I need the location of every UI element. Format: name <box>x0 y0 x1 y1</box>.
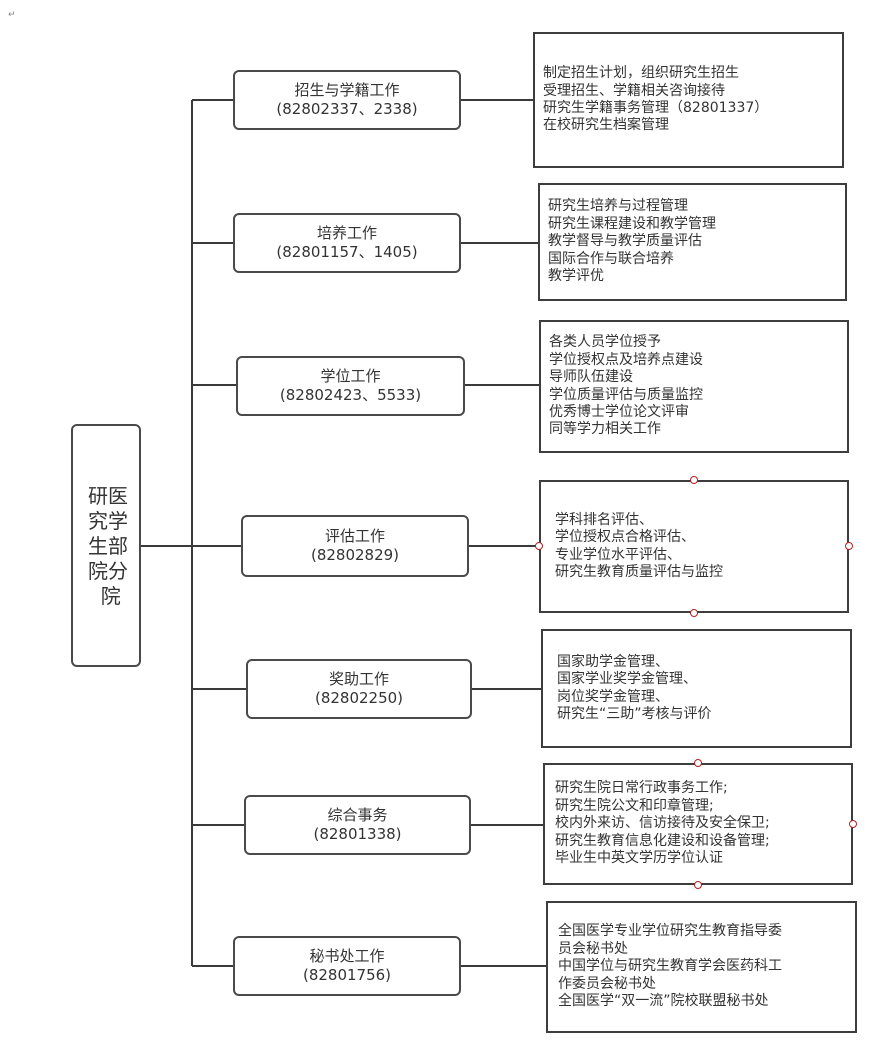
branch-phone: (82802423、5533) <box>279 386 422 404</box>
leaf-item: 研究生培养与过程管理 <box>548 198 688 215</box>
leaf-item: 毕业生中英文学历学位认证 <box>555 850 723 867</box>
branch-title: 招生与学籍工作 <box>294 81 400 99</box>
selection-handle-bottom[interactable] <box>694 881 702 889</box>
leaf-item: 国家助学金管理、 <box>557 653 669 670</box>
branch-phone: (82802337、2338) <box>276 100 418 118</box>
branch-phone: (82802250) <box>314 689 404 707</box>
leaf-node-training[interactable]: 研究生培养与过程管理 研究生课程建设和教学管理 教学督导与教学质量评估 国际合作… <box>538 183 847 301</box>
leaf-item: 学位授权点及培养点建设 <box>549 351 703 368</box>
leaf-node-enrollment[interactable]: 制定招生计划，组织研究生招生 受理招生、学籍相关咨询接待 研究生学籍事务管理（8… <box>533 32 844 168</box>
leaf-item: 各类人员学位授予 <box>549 334 661 351</box>
leaf-item: 在校研究生档案管理 <box>543 117 669 134</box>
selection-handle-top[interactable] <box>690 476 698 484</box>
branch-phone: (82801338) <box>313 825 402 843</box>
leaf-item: 全国医学专业学位研究生教育指导委 <box>558 923 782 940</box>
leaf-item: 研究生“三助”考核与评价 <box>557 705 712 722</box>
branch-node-general-affairs[interactable]: 综合事务 (82801338) <box>244 795 471 855</box>
selection-handle-left[interactable] <box>535 542 543 550</box>
branch-node-enrollment[interactable]: 招生与学籍工作 (82802337、2338) <box>233 70 461 130</box>
branch-node-training[interactable]: 培养工作 (82801157、1405) <box>233 213 461 273</box>
leaf-node-awards[interactable]: 国家助学金管理、 国家学业奖学金管理、 岗位奖学金管理、 研究生“三助”考核与评… <box>541 629 852 748</box>
leaf-node-general-affairs[interactable]: 研究生院日常行政事务工作; 研究生院公文和印章管理; 校内外来访、信访接待及安全… <box>543 763 853 885</box>
leaf-item: 员会秘书处 <box>558 940 628 957</box>
root-label-line: 院 <box>88 584 121 608</box>
leaf-item: 研究生院日常行政事务工作; <box>555 780 728 797</box>
root-node[interactable]: 研医 究学 生部 院分 院 <box>71 424 141 667</box>
branch-title: 评估工作 <box>324 527 385 545</box>
leaf-item: 研究生学籍事务管理（82801337） <box>543 100 769 116</box>
leaf-item: 研究生教育信息化建设和设备管理; <box>555 832 770 849</box>
branch-node-evaluation[interactable]: 评估工作 (82802829) <box>241 515 469 577</box>
leaf-item: 受理招生、学籍相关咨询接待 <box>543 82 725 99</box>
leaf-item: 学位授权点合格评估、 <box>555 529 695 546</box>
leaf-item: 导师队伍建设 <box>549 369 633 386</box>
root-label-line: 研医 <box>88 484 128 508</box>
leaf-item: 国家学业奖学金管理、 <box>557 671 697 688</box>
leaf-node-secretariat[interactable]: 全国医学专业学位研究生教育指导委 员会秘书处 中国学位与研究生教育学会医药科工 … <box>546 901 857 1033</box>
branch-title: 综合事务 <box>327 806 388 824</box>
leaf-item: 制定招生计划，组织研究生招生 <box>543 65 739 82</box>
branch-title: 奖助工作 <box>328 670 389 688</box>
branch-title: 秘书处工作 <box>309 947 385 965</box>
leaf-item: 校内外来访、信访接待及安全保卫; <box>555 815 770 832</box>
leaf-item: 优秀博士学位论文评审 <box>549 403 689 420</box>
root-label: 研医 究学 生部 院分 院 <box>88 484 128 609</box>
leaf-item: 学位质量评估与质量监控 <box>549 386 703 403</box>
leaf-item: 教学督导与教学质量评估 <box>548 233 702 250</box>
selection-handle-right[interactable] <box>845 542 853 550</box>
selection-handle-bottom[interactable] <box>690 609 698 617</box>
branch-title: 学位工作 <box>320 367 381 385</box>
leaf-item: 国际合作与联合培养 <box>548 250 674 267</box>
leaf-node-degree[interactable]: 各类人员学位授予 学位授权点及培养点建设 导师队伍建设 学位质量评估与质量监控 … <box>539 320 849 453</box>
leaf-item: 专业学位水平评估、 <box>555 546 681 563</box>
root-label-line: 生部 <box>88 534 128 558</box>
branch-node-degree[interactable]: 学位工作 (82802423、5533) <box>236 356 465 416</box>
leaf-item: 中国学位与研究生教育学会医药科工 <box>558 958 782 975</box>
branch-title: 培养工作 <box>316 224 377 242</box>
branch-phone: (82801756) <box>302 966 392 984</box>
leaf-item: 研究生课程建设和教学管理 <box>548 215 716 232</box>
leaf-item: 学科排名评估、 <box>555 511 653 528</box>
leaf-node-evaluation[interactable]: 学科排名评估、 学位授权点合格评估、 专业学位水平评估、 研究生教育质量评估与监… <box>539 480 849 613</box>
leaf-item: 教学评优 <box>548 268 604 285</box>
leaf-item: 研究生院公文和印章管理; <box>555 797 714 814</box>
leaf-item: 全国医学“双一流”院校联盟秘书处 <box>558 993 769 1010</box>
selection-handle-right[interactable] <box>849 820 857 828</box>
leaf-item: 岗位奖学金管理、 <box>557 688 669 705</box>
branch-phone: (82801157、1405) <box>276 243 418 261</box>
branch-node-awards[interactable]: 奖助工作 (82802250) <box>246 659 472 719</box>
branch-node-secretariat[interactable]: 秘书处工作 (82801756) <box>233 936 461 996</box>
root-label-line: 究学 <box>88 509 128 533</box>
leaf-item: 研究生教育质量评估与监控 <box>555 563 723 580</box>
leaf-item: 同等学力相关工作 <box>549 421 661 438</box>
branch-phone: (82802829) <box>310 546 400 564</box>
root-label-line: 院分 <box>88 559 128 583</box>
selection-handle-top[interactable] <box>694 759 702 767</box>
paragraph-mark-icon: ↵ <box>8 10 16 20</box>
leaf-item: 作委员会秘书处 <box>558 975 656 992</box>
